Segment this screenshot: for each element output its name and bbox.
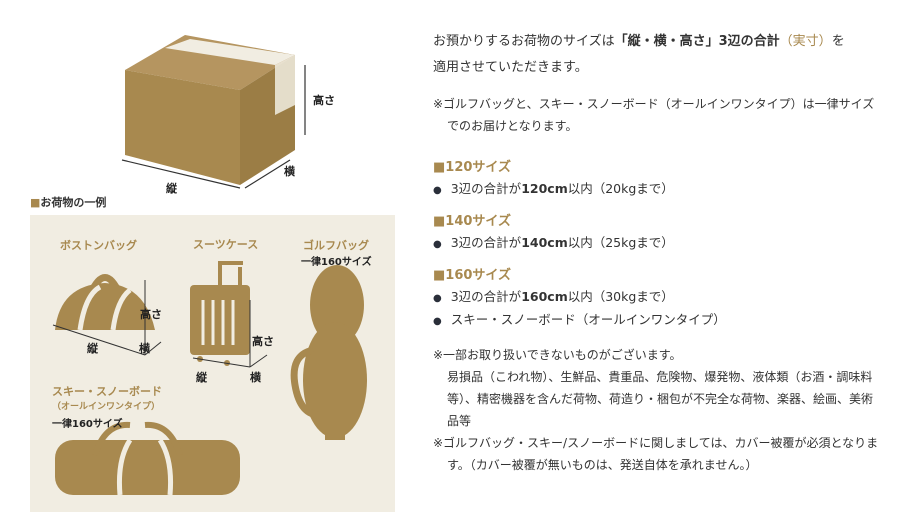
suitcase-length-label: 縦 [196, 371, 207, 384]
size-140-title: ■140サイズ [433, 214, 512, 229]
box-length-label: 縦 [166, 182, 177, 195]
ski-size: 一律160サイズ [52, 419, 123, 430]
size-160-title: ■160サイズ [433, 268, 512, 283]
luggage-illustrations [52, 261, 367, 496]
notes-restrictions: ※一部お取り扱いできないものがございます。 易損品（こわれ物）、生鮮品、貴重品、… [433, 348, 879, 472]
ski-label: スキー・スノーボード [52, 385, 162, 398]
note-uniform-size: ※ゴルフバッグと、スキー・スノーボード（オールインワンタイプ）は一律サイズでのお… [433, 97, 875, 133]
golf-bag-label: ゴルフバッグ [303, 239, 369, 252]
examples-title: ■お荷物の一例 [30, 196, 107, 209]
size-160-extra: スキー・スノーボード（オールインワンタイプ） [433, 309, 726, 332]
boston-width-label: 横 [139, 342, 150, 355]
size-list: ■120サイズ 3辺の合計が120cm以内（20kgまで） ■140サイズ 3辺… [433, 157, 726, 332]
suitcase-height-label: 高さ [252, 335, 274, 348]
boston-height-label: 高さ [140, 308, 162, 321]
box-width-label: 横 [284, 165, 295, 178]
size-120-desc: 3辺の合計が120cm以内（20kgまで） [433, 178, 726, 201]
suitcase-width-label: 横 [250, 371, 261, 384]
box-height-label: 高さ [313, 94, 335, 107]
size-140-desc: 3辺の合計が140cm以内（25kgまで） [433, 232, 726, 255]
size-160-desc: 3辺の合計が160cm以内（30kgまで） [433, 286, 726, 309]
box-illustration [121, 35, 306, 189]
golf-size: 一律160サイズ [301, 257, 372, 268]
suitcase-label: スーツケース [193, 238, 259, 251]
intro-text: お預かりするお荷物のサイズは「縦・横・高さ」3辺の合計（実寸）を 適用させていた… [433, 34, 845, 75]
size-120-title: ■120サイズ [433, 160, 512, 175]
boston-bag-label: ボストンバッグ [60, 239, 137, 252]
boston-length-label: 縦 [87, 342, 98, 355]
ski-sublabel: （オールインワンタイプ） [52, 402, 161, 412]
